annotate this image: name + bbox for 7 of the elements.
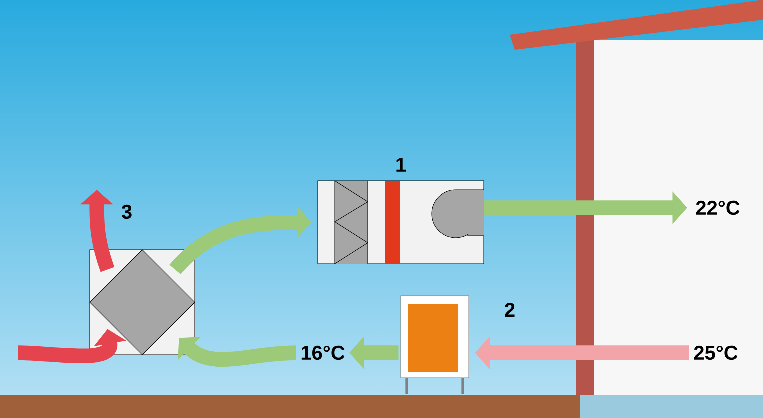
temperature-label: 25°C — [694, 346, 738, 360]
temperature-label: 22°C — [696, 200, 740, 216]
arrow — [178, 337, 297, 367]
temperature-label: 16°C — [302, 346, 345, 360]
unit-number: 3 — [122, 204, 132, 220]
unit-number: 1 — [396, 158, 406, 172]
unit-number: 2 — [505, 303, 515, 317]
